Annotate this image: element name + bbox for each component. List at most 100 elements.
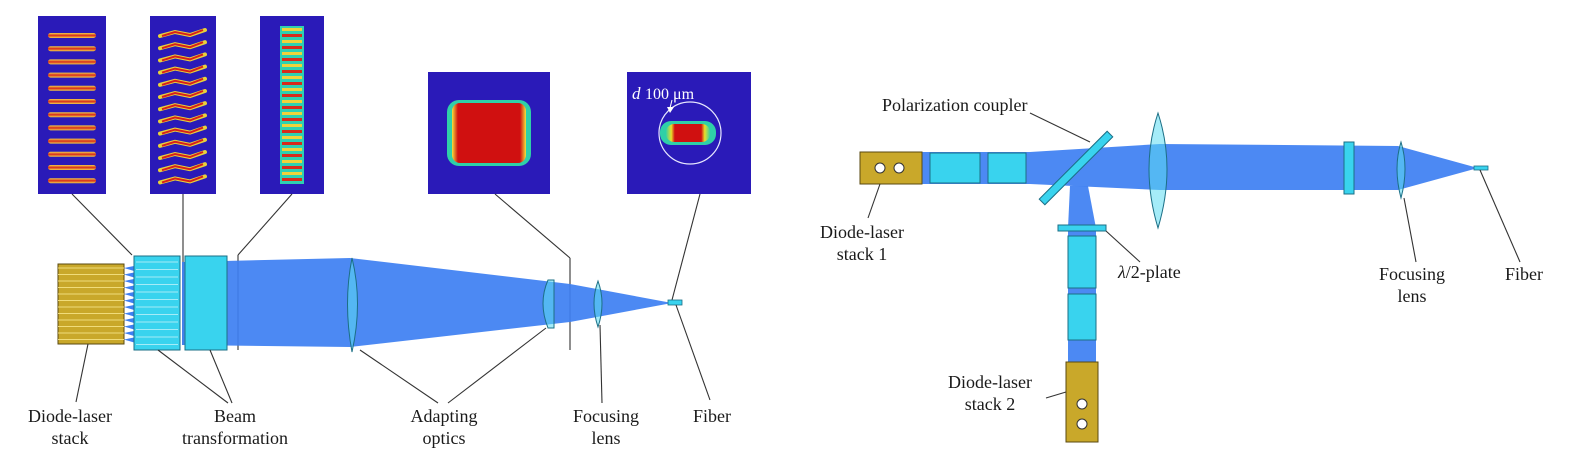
tilted-beamlet-core [161, 126, 204, 135]
label-polarization-coupler: Polarization coupler [882, 95, 1027, 115]
column-slice [282, 112, 302, 115]
emitter-stripe [48, 138, 96, 144]
adapting-lens-large [347, 257, 358, 353]
column-slice [282, 172, 302, 175]
tilted-beamlet-core [161, 163, 204, 172]
label-beam-transformation-l1: Beam [214, 406, 256, 426]
label-fiber-left: Fiber [693, 406, 731, 426]
tilted-beamlet-core [161, 29, 204, 37]
column-slice [282, 28, 302, 31]
tilted-beamlet-core [161, 90, 204, 98]
label-beam-transformation-l2: transformation [182, 428, 288, 448]
inset-panel-focused-spot: d 100 μm [627, 72, 751, 194]
column-slice [282, 94, 302, 97]
beam-shaper-2a [1067, 235, 1097, 289]
focusing-lens-left [593, 279, 603, 329]
column-slice [282, 124, 302, 127]
column-slice [282, 82, 302, 85]
emitter-fan [124, 311, 134, 317]
emitter-stripe [48, 151, 96, 157]
label-diode-laser-stack-l1: Diode-laser [28, 406, 112, 426]
emitter-fan [124, 285, 134, 291]
tilted-beamlet-core [161, 114, 204, 123]
inset-panel-beam-tilted [150, 16, 216, 194]
spot-size-value: 100 μm [645, 86, 695, 103]
column-slice [282, 70, 302, 73]
label-diode-stack-2-l1: Diode-laser [948, 372, 1032, 392]
adapting-lens-small [542, 279, 555, 329]
emitter-stripe [48, 85, 96, 91]
label-focusing-lens-left-l2: lens [592, 428, 621, 448]
tilted-beamlet-core [161, 102, 204, 111]
column-slice [282, 46, 302, 49]
label-half-wave-plate: λ/2-plate [1117, 262, 1181, 282]
diode-laser-stack-2 [1065, 361, 1099, 443]
label-diode-laser-stack-l2: stack [52, 428, 89, 448]
half-wave-plate [1057, 224, 1107, 232]
beam-transformation-element-1 [133, 255, 181, 351]
tilted-beamlet-core [161, 175, 204, 184]
column-slice [282, 40, 302, 43]
inset-panel-adapted-beam [428, 72, 550, 194]
emitter-fan [124, 292, 134, 297]
inset-panel-stack-emission [38, 16, 106, 194]
column-slice [282, 106, 302, 109]
diode-laser-stack-left [57, 263, 125, 345]
label-focusing-lens-left-l1: Focusing [573, 406, 639, 426]
column-slice [282, 118, 302, 121]
emitter-stripe [48, 178, 96, 184]
inset-panel-beam-column [260, 16, 324, 194]
half-wave-lambda: λ [1117, 262, 1126, 282]
emitter-fan [124, 279, 134, 284]
emitter-stripe [48, 72, 96, 78]
label-diode-stack-1-l2: stack 1 [837, 244, 887, 264]
label-fiber-right: Fiber [1505, 264, 1543, 284]
tilted-beamlet-core [161, 151, 204, 159]
emitter-stripe [48, 165, 96, 170]
label-diode-stack-2-l2: stack 2 [965, 394, 1015, 414]
emitter-fan [124, 305, 134, 310]
emitter-stripe [48, 33, 96, 38]
left-diagram: d 100 μm [28, 16, 751, 448]
label-adapting-optics-l2: optics [423, 428, 466, 448]
tilted-beamlet-core [161, 138, 204, 147]
fiber-right [1473, 165, 1489, 171]
column-slice [282, 100, 302, 103]
fiber-left [667, 299, 683, 306]
emitter-stripe [48, 112, 96, 118]
emitter-fan [124, 272, 134, 278]
label-adapting-optics-l1: Adapting [411, 406, 478, 426]
column-slice [282, 52, 302, 55]
tilted-beamlet-core [161, 65, 204, 74]
tilted-beamlet-core [161, 53, 204, 62]
emitter-beamlets [124, 266, 134, 343]
column-slice [282, 76, 302, 79]
column-slice [282, 88, 302, 91]
emitter-stripe [48, 46, 96, 52]
column-slice [282, 64, 302, 67]
beam-transformation-grating [136, 261, 178, 345]
column-slice [282, 166, 302, 169]
column-slice [282, 154, 302, 157]
column-slice [282, 148, 302, 151]
label-leader-lines-right [867, 112, 1521, 399]
emitter-fan [124, 318, 134, 323]
emitter-fan [124, 324, 134, 330]
column-slice [282, 136, 302, 139]
emitter-fan [124, 266, 134, 271]
label-diode-stack-1-l1: Diode-laser [820, 222, 904, 242]
tilted-beamlet-core [161, 77, 204, 86]
optic-plate-right [1343, 141, 1355, 195]
column-slice [282, 142, 302, 145]
focusing-lens-right [1396, 140, 1406, 200]
column-slice [282, 130, 302, 133]
beam-shaper-1a [929, 152, 981, 184]
emitter-fan [124, 331, 134, 336]
column-slice [282, 160, 302, 163]
large-lens-right [1148, 111, 1168, 230]
main-beam-left [182, 258, 672, 347]
beam-shaper-1b [987, 152, 1027, 184]
column-slice [282, 34, 302, 37]
emitter-fan [124, 298, 134, 304]
